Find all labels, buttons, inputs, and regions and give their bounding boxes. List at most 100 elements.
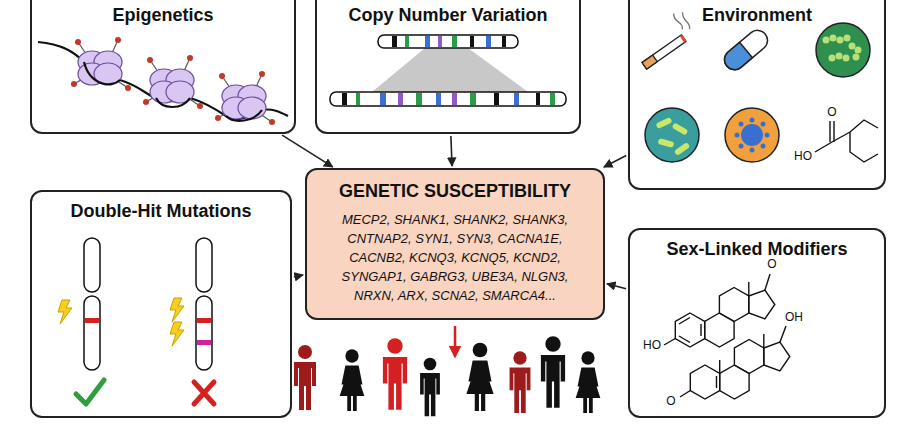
chromosome-duplication bbox=[378, 35, 518, 48]
central-box: GENETIC SUSCEPTIBILITY MECP2, SHANK1, SHA… bbox=[305, 168, 605, 320]
estrone-structure bbox=[700, 324, 701, 336]
bacteria-icon bbox=[849, 43, 856, 50]
atom-label: HO bbox=[793, 150, 813, 163]
single-hit-chromosome bbox=[58, 238, 104, 404]
virus-icon bbox=[725, 108, 779, 162]
chromosome-duplication bbox=[330, 92, 566, 106]
testosterone-structure bbox=[719, 360, 720, 374]
bacteria-icon bbox=[855, 47, 862, 54]
microbiome-icon bbox=[657, 138, 674, 148]
chromosome-duplication bbox=[416, 93, 422, 105]
panel-box: Environment bbox=[628, 0, 886, 190]
estrone-structure bbox=[719, 288, 748, 322]
virus-icon bbox=[735, 133, 740, 138]
gene-list: MECP2, SHANK1, SHANK2, SHANK3, CNTNAP2, … bbox=[324, 210, 586, 305]
double-hit-chromosome bbox=[170, 298, 184, 322]
panel-title: GENETIC SUSCEPTIBILITY bbox=[307, 180, 603, 202]
virus-icon bbox=[739, 122, 744, 127]
virus-icon bbox=[739, 144, 744, 149]
virus-icon bbox=[750, 118, 755, 123]
cigarette-icon bbox=[672, 9, 693, 33]
virus-icon bbox=[761, 144, 766, 149]
influence-arrow bbox=[294, 275, 303, 277]
chromosome-duplication bbox=[330, 35, 566, 106]
testosterone-structure bbox=[764, 342, 790, 371]
panel-title: Copy Number Variation bbox=[317, 4, 579, 26]
chromosome-duplication bbox=[342, 93, 347, 105]
bacteria-icon bbox=[829, 55, 836, 62]
population-figures bbox=[510, 351, 531, 413]
influence-arrow bbox=[607, 284, 626, 289]
microbiome-icon bbox=[674, 142, 691, 156]
valproic-acid-structure bbox=[833, 121, 834, 142]
testosterone-structure bbox=[734, 340, 763, 374]
atom-label: HO bbox=[642, 339, 662, 352]
population-figures bbox=[294, 336, 600, 416]
chromatin-illustration bbox=[71, 37, 131, 91]
cigarette-icon bbox=[629, 9, 697, 69]
microbiome-icon bbox=[645, 108, 699, 162]
chromatin-illustration bbox=[38, 37, 288, 125]
bacteria-icon bbox=[836, 53, 843, 60]
testosterone-structure bbox=[680, 326, 790, 399]
bacteria-icon bbox=[844, 35, 851, 42]
virus-icon bbox=[750, 148, 755, 153]
chromosome-duplication bbox=[436, 93, 441, 105]
cigarette-icon bbox=[680, 34, 687, 42]
chromosome-duplication bbox=[536, 93, 540, 105]
atom-label: O bbox=[665, 395, 676, 408]
virus-icon bbox=[765, 133, 770, 138]
panel-title: Sex-Linked Modifiers bbox=[630, 238, 884, 260]
influence-arrow bbox=[604, 156, 626, 168]
atom-label: OH bbox=[784, 311, 804, 324]
microbiome-icon bbox=[645, 108, 699, 162]
virus-icon bbox=[741, 124, 763, 146]
chromosome-duplication bbox=[452, 36, 457, 47]
valproic-acid-structure bbox=[815, 120, 878, 162]
pill-icon bbox=[720, 26, 771, 73]
chromatin-illustration bbox=[143, 55, 203, 109]
single-hit-chromosome bbox=[58, 300, 72, 324]
estrone-structure bbox=[749, 290, 775, 319]
double-hit-chromosome bbox=[170, 238, 214, 404]
population-figures bbox=[576, 351, 601, 413]
single-hit-chromosome bbox=[85, 318, 99, 323]
valproic-acid-structure bbox=[832, 132, 850, 142]
pill-icon bbox=[720, 26, 771, 73]
microbiome-icon bbox=[655, 117, 672, 129]
atom-label: O bbox=[766, 258, 777, 271]
valproic-acid-structure bbox=[829, 121, 830, 142]
panel-box: Copy Number Variation bbox=[315, 0, 581, 134]
population-figures bbox=[541, 336, 565, 408]
influence-arrow bbox=[451, 136, 452, 166]
double-hit-chromosome bbox=[196, 238, 212, 292]
estrone-structure bbox=[675, 313, 704, 347]
single-hit-chromosome bbox=[84, 238, 100, 292]
chromosome-duplication bbox=[380, 93, 386, 105]
chromatin-illustration bbox=[226, 110, 262, 121]
double-hit-chromosome bbox=[170, 322, 184, 346]
panel-box: Double-Hit Mutations bbox=[30, 190, 292, 418]
bacteria-icon bbox=[816, 23, 870, 77]
chromosome-duplication bbox=[438, 36, 442, 47]
testosterone-structure bbox=[780, 326, 786, 342]
influence-arrow bbox=[282, 135, 333, 167]
estrone-structure bbox=[664, 274, 775, 347]
chromosome-duplication bbox=[356, 93, 360, 105]
chromosome-duplication bbox=[470, 36, 474, 47]
bacteria-icon bbox=[830, 35, 837, 42]
chromosome-duplication bbox=[405, 36, 409, 47]
chromosome-duplication bbox=[502, 36, 506, 47]
valproic-acid-structure bbox=[850, 132, 878, 162]
chromosome-duplication bbox=[494, 93, 499, 105]
cigarette-icon bbox=[642, 55, 657, 69]
microbiome-icon bbox=[672, 122, 689, 135]
chromosome-duplication bbox=[392, 36, 397, 47]
estrone-structure bbox=[705, 313, 734, 347]
population-figures bbox=[294, 345, 316, 410]
chromatin-illustration bbox=[156, 98, 190, 107]
cigarette-icon bbox=[642, 35, 686, 69]
bacteria-icon bbox=[816, 23, 870, 77]
